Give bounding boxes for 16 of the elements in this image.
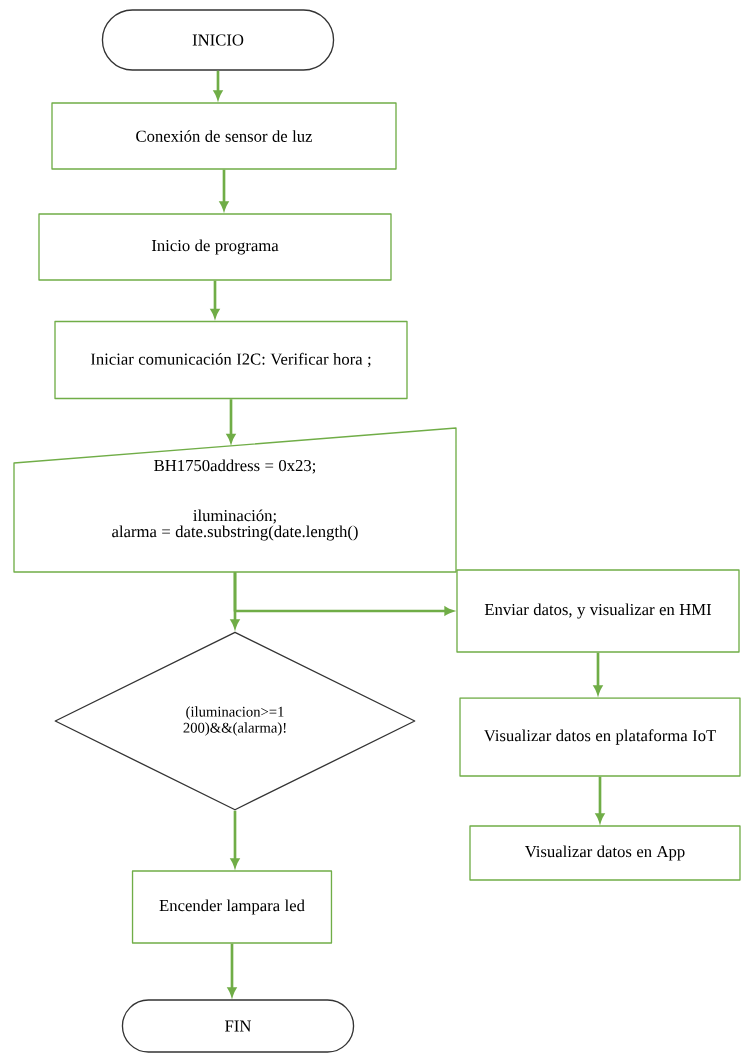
arrow [593, 652, 603, 695]
process-box: Iniciar comunicación I2C: Verificar hora ; [54, 320, 408, 400]
arrow [213, 70, 223, 100]
arrow [219, 169, 229, 211]
arrow [230, 810, 240, 868]
arrow [233, 572, 454, 616]
process-box: Enviar datos, y visualizar en HMI [456, 569, 740, 653]
arrow [226, 399, 236, 443]
process-box: Visualizar datos en App [469, 825, 741, 881]
process-box: Encender lampara led [131, 870, 333, 944]
arrow [227, 943, 237, 997]
arrow [210, 280, 220, 318]
arrow [595, 776, 605, 823]
process-box: Visualizar datos en plataforma IoT [459, 697, 741, 777]
process-box: Conexión de sensor de luz [51, 102, 397, 170]
process-box: Inicio de programa [38, 213, 392, 281]
